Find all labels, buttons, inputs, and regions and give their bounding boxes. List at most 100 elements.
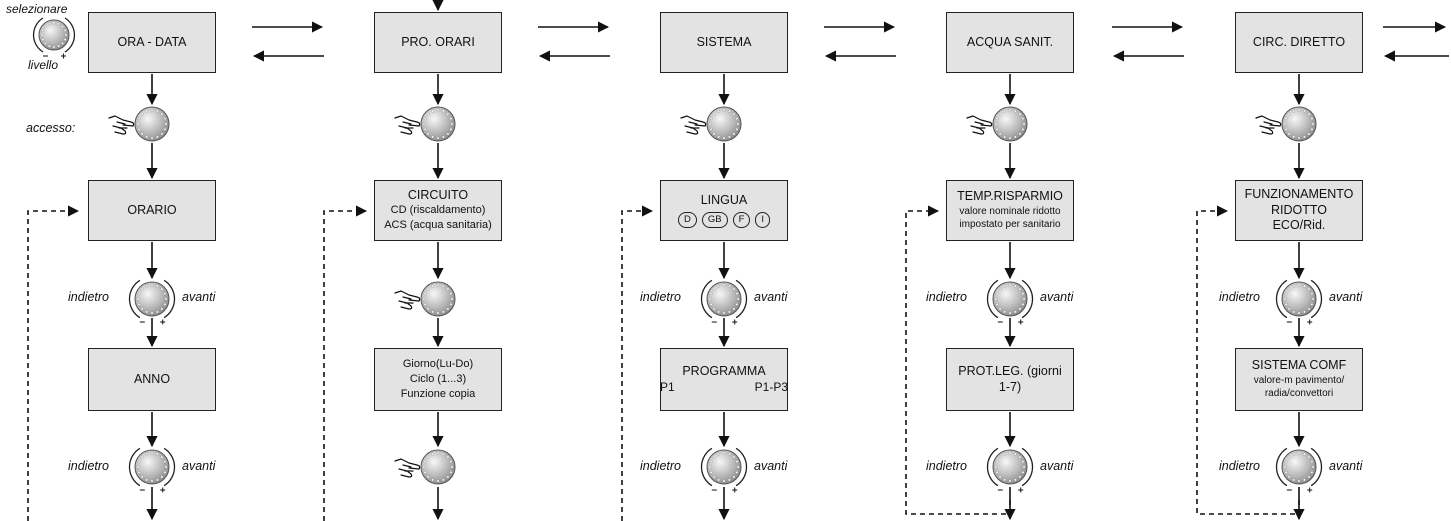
circuito-acs: ACS (acqua sanitaria) bbox=[384, 219, 492, 232]
knob-back-label: indietro bbox=[640, 290, 681, 304]
knob-forward-label: avanti bbox=[754, 459, 788, 473]
knob-forward-label: avanti bbox=[182, 459, 216, 473]
knob-forward-label: avanti bbox=[1040, 459, 1074, 473]
knob-back-label: indietro bbox=[1219, 459, 1260, 473]
selector-knob[interactable] bbox=[32, 17, 76, 59]
submenu-lingua[interactable]: LINGUA D GB F I bbox=[660, 180, 788, 241]
funzionamento-line2: RIDOTTO bbox=[1270, 202, 1328, 217]
rotate-knob[interactable] bbox=[128, 447, 176, 493]
access-knob[interactable] bbox=[1281, 106, 1317, 142]
temp-risparmio-title: TEMP.RISPARMIO bbox=[957, 189, 1063, 204]
rotate-knob[interactable] bbox=[700, 447, 748, 493]
menu-acqua-sanit[interactable]: ACQUA SANIT. bbox=[946, 12, 1074, 73]
submenu-sistema-comf[interactable]: SISTEMA COMF valore-m pavimento/ radia/c… bbox=[1235, 348, 1363, 411]
submenu-orario[interactable]: ORARIO bbox=[88, 180, 216, 241]
submenu-orario-label: ORARIO bbox=[127, 202, 177, 217]
language-option-gb[interactable]: GB bbox=[701, 211, 728, 228]
rotate-knob[interactable] bbox=[128, 279, 176, 325]
return-loop bbox=[621, 205, 654, 521]
sistema-comf-title: SISTEMA COMF bbox=[1251, 358, 1347, 373]
programma-current: P1 bbox=[660, 379, 675, 394]
return-loop bbox=[1196, 205, 1300, 515]
rotate-right-bracket bbox=[64, 17, 76, 53]
access-knob[interactable] bbox=[706, 106, 742, 142]
rotate-right-bracket bbox=[735, 447, 748, 487]
rotate-left-bracket bbox=[1275, 279, 1288, 319]
submenu-anno[interactable]: ANNO bbox=[88, 348, 216, 411]
submenu-anno-label: ANNO bbox=[133, 371, 171, 386]
circuito-title: CIRCUITO bbox=[407, 187, 469, 202]
hand-press-icon bbox=[966, 115, 993, 135]
rotate-left-bracket bbox=[32, 17, 44, 53]
language-option-d[interactable]: D bbox=[677, 211, 697, 228]
programma-title: PROGRAMMA bbox=[682, 364, 766, 379]
rotate-knob[interactable] bbox=[986, 279, 1034, 325]
menu-sistema[interactable]: SISTEMA bbox=[660, 12, 788, 73]
rotate-knob[interactable] bbox=[1275, 279, 1323, 325]
rotate-left-bracket bbox=[1275, 447, 1288, 487]
prot-leg-line1: PROT.LEG. (giorni bbox=[958, 363, 1062, 378]
menu-acqua-sanit-label: ACQUA SANIT. bbox=[966, 34, 1054, 49]
return-loop bbox=[905, 205, 1011, 515]
hand-press-icon bbox=[108, 115, 135, 135]
knob-forward-label: avanti bbox=[1040, 290, 1074, 304]
submenu-programma[interactable]: PROGRAMMA P1 P1-P3 bbox=[660, 348, 788, 411]
rotate-left-bracket bbox=[986, 447, 999, 487]
giorno-label: Giorno(Lu-Do) bbox=[402, 358, 474, 371]
lingua-title: LINGUA bbox=[700, 193, 748, 208]
knob-forward-label: avanti bbox=[754, 290, 788, 304]
knob-forward-label: avanti bbox=[1329, 459, 1363, 473]
language-option-i[interactable]: I bbox=[755, 211, 771, 228]
hand-press-icon bbox=[394, 290, 421, 310]
rotate-right-bracket bbox=[735, 279, 748, 319]
knob-back-label: indietro bbox=[926, 459, 967, 473]
menu-sistema-label: SISTEMA bbox=[696, 34, 752, 49]
submenu-temp-risparmio[interactable]: TEMP.RISPARMIO valore nominale ridotto i… bbox=[946, 180, 1074, 241]
menu-ora-data[interactable]: ORA - DATA bbox=[88, 12, 216, 73]
rotate-knob[interactable] bbox=[986, 447, 1034, 493]
return-loop bbox=[323, 205, 368, 521]
access-knob[interactable] bbox=[134, 106, 170, 142]
language-option-f[interactable]: F bbox=[732, 211, 751, 228]
knob-back-label: indietro bbox=[68, 290, 109, 304]
rotate-right-bracket bbox=[163, 447, 176, 487]
prot-leg-line2: 1-7) bbox=[998, 379, 1022, 394]
submenu-giorno-ciclo[interactable]: Giorno(Lu-Do) Ciclo (1...3) Funzione cop… bbox=[374, 348, 502, 411]
rotate-left-bracket bbox=[700, 279, 713, 319]
access-knob[interactable] bbox=[420, 106, 456, 142]
rotate-knob[interactable] bbox=[700, 279, 748, 325]
rotate-left-bracket bbox=[700, 447, 713, 487]
submenu-prot-leg[interactable]: PROT.LEG. (giorni 1-7) bbox=[946, 348, 1074, 411]
return-loop bbox=[27, 205, 80, 521]
knob-back-label: indietro bbox=[926, 290, 967, 304]
rotate-left-bracket bbox=[128, 279, 141, 319]
funzionamento-line1: FUNZIONAMENTO bbox=[1244, 187, 1354, 202]
press-knob[interactable] bbox=[420, 281, 456, 317]
menu-pro-orari[interactable]: PRO. ORARI bbox=[374, 12, 502, 73]
select-label: selezionare bbox=[6, 2, 68, 16]
sistema-comf-desc1: valore-m pavimento/ bbox=[1253, 374, 1345, 386]
hand-press-icon bbox=[1255, 115, 1282, 135]
rotate-knob[interactable] bbox=[1275, 447, 1323, 493]
sistema-comf-desc2: radia/convettori bbox=[1264, 388, 1334, 400]
knob-forward-label: avanti bbox=[1329, 290, 1363, 304]
access-knob[interactable] bbox=[992, 106, 1028, 142]
rotate-right-bracket bbox=[163, 279, 176, 319]
programma-range: P1-P3 bbox=[754, 379, 788, 394]
ciclo-label: Ciclo (1...3) bbox=[409, 373, 467, 386]
knob-forward-label: avanti bbox=[182, 290, 216, 304]
press-knob[interactable] bbox=[420, 449, 456, 485]
knob-back-label: indietro bbox=[1219, 290, 1260, 304]
knob-back-label: indietro bbox=[68, 459, 109, 473]
rotate-right-bracket bbox=[1021, 279, 1034, 319]
level-label: livello bbox=[28, 58, 59, 72]
rotate-left-bracket bbox=[128, 447, 141, 487]
submenu-circuito[interactable]: CIRCUITO CD (riscaldamento) ACS (acqua s… bbox=[374, 180, 502, 241]
menu-pro-orari-label: PRO. ORARI bbox=[401, 34, 475, 49]
circuito-cd: CD (riscaldamento) bbox=[390, 204, 486, 217]
knob-back-label: indietro bbox=[640, 459, 681, 473]
hand-press-icon bbox=[394, 115, 421, 135]
menu-circ-diretto[interactable]: CIRC. DIRETTO bbox=[1235, 12, 1363, 73]
submenu-funzionamento-ridotto[interactable]: FUNZIONAMENTO RIDOTTO ECO/Rid. bbox=[1235, 180, 1363, 241]
